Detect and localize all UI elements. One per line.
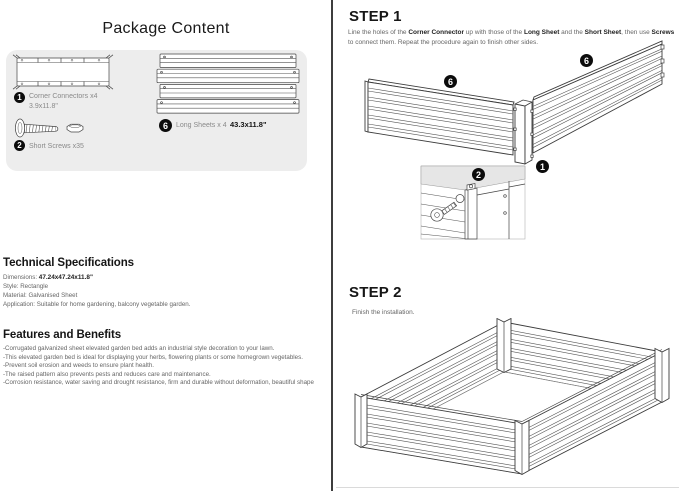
- spec-material: Material: Galvanised Sheet: [3, 292, 78, 299]
- step2-finished-bed-diagram: [354, 318, 670, 476]
- step2-instructions: Finish the installation.: [352, 309, 415, 316]
- step1-seg-bold: Corner Connector: [408, 29, 464, 36]
- badge-corner-connector: 1: [536, 160, 549, 173]
- feature-item: -This elevated garden bed is ideal for d…: [3, 353, 303, 361]
- badge-long-sheet-right: 6: [580, 54, 593, 67]
- feature-item: -Corrugated galvanized sheet elevated ga…: [3, 345, 275, 352]
- step1-line1: Line the holes of the Corner Connector u…: [348, 29, 674, 36]
- item-badge-connector: 1: [14, 92, 25, 103]
- long-sheets-diagram: [156, 53, 300, 114]
- sheets-label: Long Sheets x 4: [176, 122, 227, 129]
- step1-seg: , then use: [621, 29, 652, 36]
- spec-dimensions: Dimensions: 47.24x47.24x11.8": [3, 273, 333, 282]
- step1-seg-bold: Screws: [651, 29, 675, 36]
- features-benefits-section: Features and Benefits -Corrugated galvan…: [3, 329, 335, 388]
- screws-label: Short Screws x35: [29, 143, 84, 150]
- package-content-title: Package Content: [102, 20, 230, 37]
- step1-seg: Line the holes of the: [348, 29, 409, 36]
- spec-dimensions-label: Dimensions:: [3, 274, 39, 281]
- spec-style: Style: Rectangle: [3, 283, 49, 290]
- step1-assembly-diagram: [364, 40, 665, 240]
- badge-screw: 2: [472, 168, 485, 181]
- technical-specifications-section: Technical Specifications Dimensions: 47.…: [3, 257, 333, 309]
- column-divider: [331, 0, 333, 491]
- specs-title: Technical Specifications: [3, 257, 134, 269]
- badge-long-sheet-left: 6: [444, 75, 457, 88]
- item-badge-sheets: 6: [159, 119, 172, 132]
- step1-instructions: Line the holes of the Corner Connector u…: [348, 28, 674, 48]
- corner-connector-diagram: [12, 54, 114, 90]
- step1-seg: up with those of the: [463, 29, 524, 36]
- screw-nut-diagram: [15, 118, 84, 138]
- step1-title: STEP 1: [349, 8, 402, 25]
- step1-seg-bold: Short Sheet: [584, 29, 622, 36]
- item-badge-screws: 2: [14, 140, 25, 151]
- step1-seg-bold: Long Sheet: [523, 29, 560, 36]
- feature-item: -The raised pattern also prevents pests …: [3, 370, 211, 378]
- page-bottom-rule: [336, 487, 679, 488]
- package-content-panel: 1 Corner Connectors x4 3.9x11.8" 2 Short…: [6, 50, 307, 171]
- feature-item: -Prevent soil erosion and weeds to ensur…: [3, 362, 154, 370]
- spec-dimensions-value: 47.24x47.24x11.8": [38, 274, 93, 281]
- step2-title: STEP 2: [349, 284, 402, 301]
- connector-size: 3.9x11.8": [29, 103, 58, 110]
- feature-item: -Corrosion resistance, water saving and …: [3, 379, 314, 387]
- sheets-size: 43.3x11.8": [230, 120, 267, 129]
- step1-line2: to connect them. Repeat the procedure ag…: [348, 39, 539, 46]
- spec-application: Application: Suitable for home gardening…: [3, 301, 191, 308]
- features-title: Features and Benefits: [3, 329, 122, 341]
- connector-label: Corner Connectors x4: [29, 93, 98, 100]
- step1-seg: and the: [559, 29, 585, 36]
